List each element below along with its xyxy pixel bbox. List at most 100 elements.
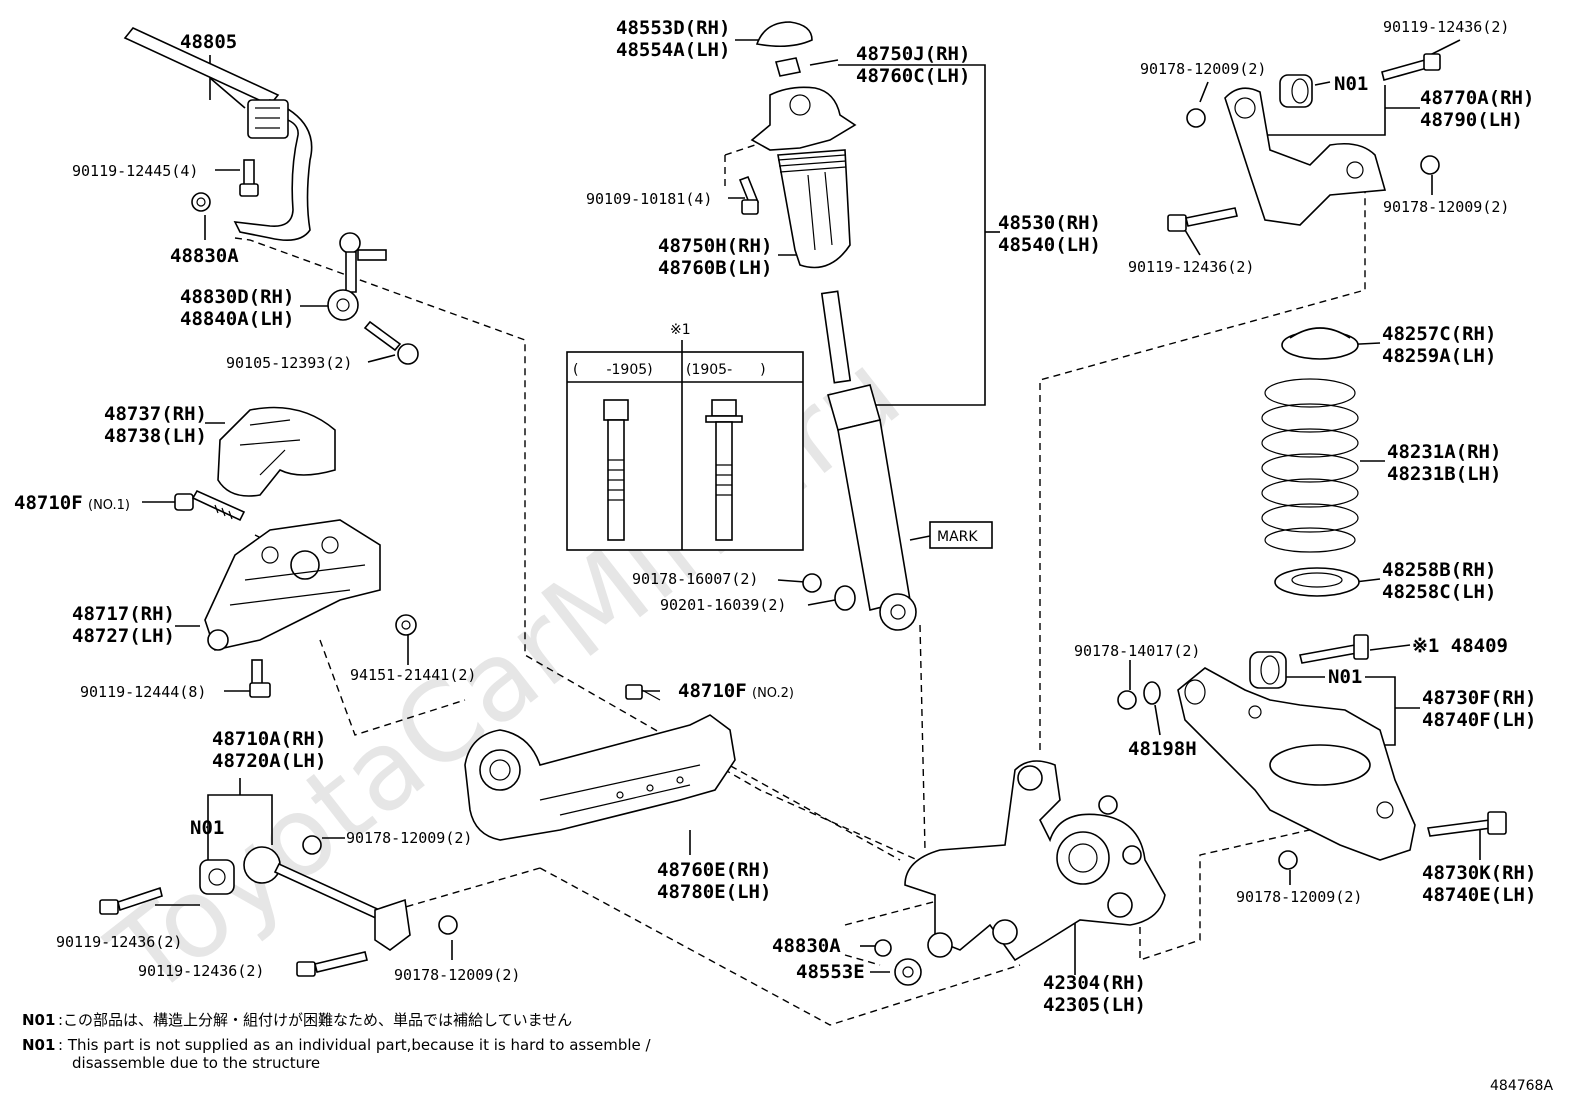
label-90178-12009-a: 90178-12009(2) (346, 829, 472, 847)
label-48717: 48717(RH) (72, 603, 175, 625)
label-note1: ※1 (670, 322, 691, 338)
bolt-90119-12436-b (296, 951, 368, 977)
label-n01-left: N01 (190, 817, 224, 839)
washer-48198H (1143, 681, 1161, 705)
label-48258C: 48258C(LH) (1382, 581, 1496, 603)
label-48830A-top: 48830A (170, 245, 239, 267)
bushing-n01-br (1249, 651, 1287, 689)
nut-90178-12009-a (302, 835, 322, 855)
label-48770A: 48770A(RH) (1420, 87, 1534, 109)
note-n01-en-key: N01 (22, 1036, 55, 1054)
lower-arm-48730F (1177, 667, 1416, 861)
nut-90178-12009-br (1278, 850, 1298, 870)
label-48730K: 48730K(RH) (1422, 862, 1536, 884)
label-42305: 42305(LH) (1043, 994, 1146, 1016)
label-48830D: 48830D(RH) (180, 286, 294, 308)
label-48710F-no1-qualifier: (NO.1) (88, 498, 130, 513)
label-48780E: 48780E(LH) (657, 881, 771, 903)
label-90105-12393: 90105-12393(2) (226, 354, 352, 372)
label-48730F: 48730F(RH) (1422, 687, 1536, 709)
label-48198H: 48198H (1128, 738, 1197, 760)
trailing-arm-48760E (464, 714, 736, 841)
label-48750J: 48750J(RH) (856, 43, 970, 65)
bolt-90105-12393 (363, 320, 419, 365)
note-n01-jp-key: N01 (22, 1011, 55, 1029)
nut-94151 (395, 614, 417, 636)
shock-absorber-48530 (820, 290, 917, 631)
bellow-48750H (777, 149, 851, 269)
label-n01-br: N01 (1328, 666, 1362, 688)
part-labels: 48805 90119-12445(4) 48830A 48830D(RH) 4… (14, 17, 1536, 1016)
label-90119-12436-tr: 90119-12436(2) (1383, 18, 1509, 36)
note-n01-en-text2: disassemble due to the structure (72, 1054, 320, 1072)
label-48409: ※1 48409 (1412, 635, 1508, 657)
mark-tag: MARK (929, 521, 993, 549)
label-48710F-no1: 48710F (14, 492, 83, 514)
nut-90178-12009-tr (1186, 108, 1206, 128)
label-90178-12009-tr: 90178-12009(2) (1140, 60, 1266, 78)
stabilizer-link (327, 232, 387, 321)
cover-48737 (217, 406, 336, 497)
bolt-90109-10181 (738, 175, 760, 215)
label-90201-16039: 90201-16039(2) (660, 596, 786, 614)
label-42304: 42304(RH) (1043, 972, 1146, 994)
label-48553E: 48553E (796, 961, 865, 983)
diagram-code: 484768A (1490, 1078, 1553, 1094)
label-48840A: 48840A(LH) (180, 308, 294, 330)
label-48530: 48530(RH) (998, 212, 1101, 234)
label-48231B: 48231B(LH) (1387, 463, 1501, 485)
nut-90178-16007 (802, 573, 822, 593)
label-48760B: 48760B(LH) (658, 257, 772, 279)
bolt-90119-12436-a (99, 886, 163, 915)
label-48727: 48727(LH) (72, 625, 175, 647)
label-48738: 48738(LH) (104, 425, 207, 447)
nut-48830A-bot (874, 939, 892, 957)
note1-inset-box (566, 340, 804, 551)
bolt-90119-12436-tr2 (1167, 207, 1238, 232)
cap-48553D (755, 21, 813, 48)
bolt-48730K (1427, 811, 1507, 837)
bushing-n01-tr (1279, 74, 1313, 108)
washer-90201 (834, 585, 856, 611)
label-48710F-no2-qualifier: (NO.2) (752, 686, 794, 701)
label-48790: 48790(LH) (1420, 109, 1523, 131)
label-48554A: 48554A(LH) (616, 39, 730, 61)
bracket-48717 (204, 519, 381, 651)
label-n01-tr: N01 (1334, 73, 1368, 95)
label-48720A: 48720A(LH) (212, 750, 326, 772)
nut-90178-12009-tr2 (1420, 155, 1440, 175)
bolt-48409 (1299, 634, 1369, 664)
label-48760C: 48760C(LH) (856, 65, 970, 87)
label-48540: 48540(LH) (998, 234, 1101, 256)
label-90119-12436-a: 90119-12436(2) (56, 933, 182, 951)
label-94151-21441: 94151-21441(2) (350, 666, 476, 684)
coil-spring-48231A (1261, 378, 1359, 553)
note-n01-en-text1: : This part is not supplied as an indivi… (58, 1036, 652, 1054)
label-48710F-no2: 48710F (678, 680, 747, 702)
label-48231A: 48231A(RH) (1387, 441, 1501, 463)
assembly-dashed-lines (234, 144, 1376, 1026)
lateral-link-48710A (199, 846, 411, 951)
label-range-b: (1905- ) (686, 362, 766, 378)
bolt-90119-12444 (249, 659, 271, 698)
nut-48750J (774, 57, 802, 77)
bolt-90119-12436-tr (1381, 53, 1441, 81)
label-48258B: 48258B(RH) (1382, 559, 1496, 581)
note-n01-jp-text: :この部品は、構造上分解・組付けが困難なため、単品では補給していません (58, 1011, 572, 1029)
label-90178-12009-b: 90178-12009(2) (394, 966, 520, 984)
label-90119-12436-tr2: 90119-12436(2) (1128, 258, 1254, 276)
bolt-90119-12445 (239, 159, 259, 197)
footer-notes: N01 :この部品は、構造上分解・組付けが困難なため、単品では補給していません … (22, 1011, 1553, 1094)
label-90109-10181: 90109-10181(4) (586, 190, 712, 208)
label-48750H: 48750H(RH) (658, 235, 772, 257)
label-48257C: 48257C(RH) (1382, 323, 1496, 345)
stabilizer-bar (123, 27, 313, 241)
label-90178-14017: 90178-14017(2) (1074, 642, 1200, 660)
mark-label: MARK (937, 529, 978, 545)
label-90178-16007: 90178-16007(2) (632, 570, 758, 588)
bolt-48710F-no1 (174, 489, 246, 522)
spring-seat-upper (1281, 327, 1359, 360)
bolt-48710F-no2 (625, 684, 661, 701)
